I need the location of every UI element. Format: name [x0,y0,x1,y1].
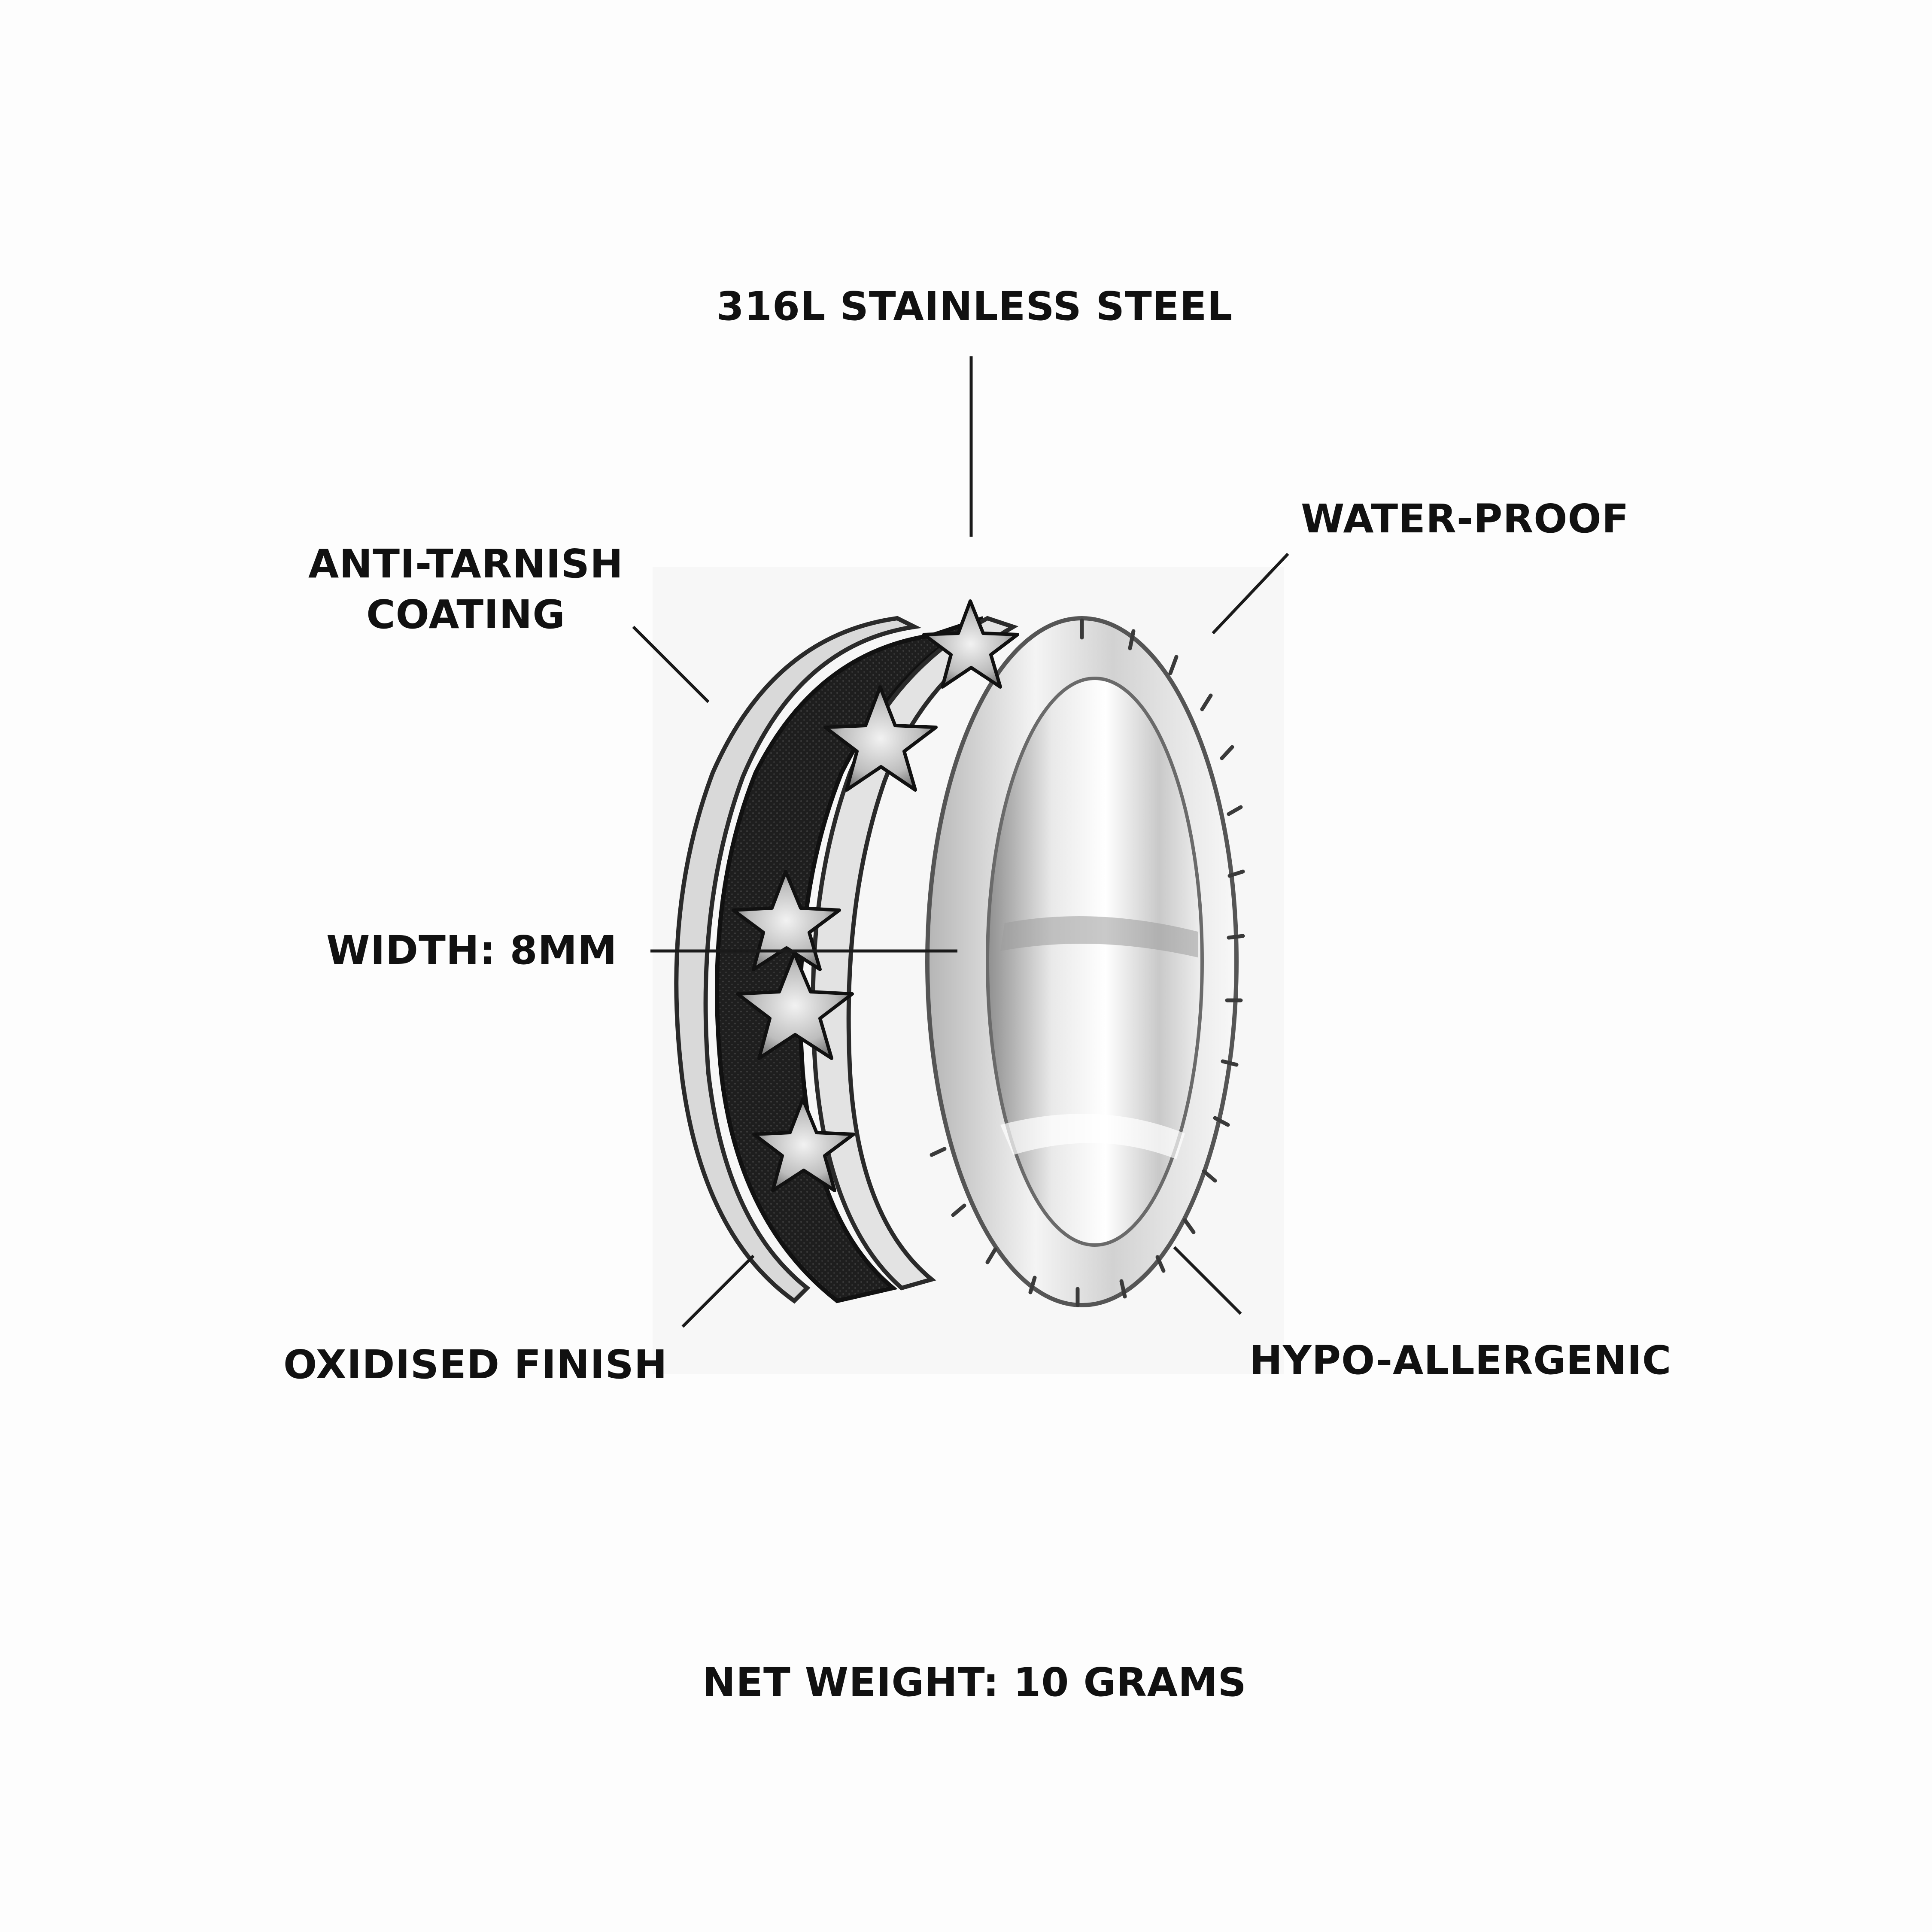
net-weight-label: NET WEIGHT: 10 GRAMS [702,1659,1247,1705]
coating-label-line1: ANTI-TARNISH [308,541,623,587]
allergy-label: HYPO-ALLERGENIC [1249,1337,1672,1383]
material-label: 316L STAINLESS STEEL [716,283,1233,329]
finish-label: OXIDISED FINISH [283,1342,668,1388]
coating-label: ANTI-TARNISH COATING [301,539,631,640]
width-label: WIDTH: 8MM [326,927,617,973]
ring-photo-backdrop [653,567,1284,1374]
waterproof-label: WATER-PROOF [1301,496,1629,542]
coating-label-line2: COATING [366,591,565,638]
